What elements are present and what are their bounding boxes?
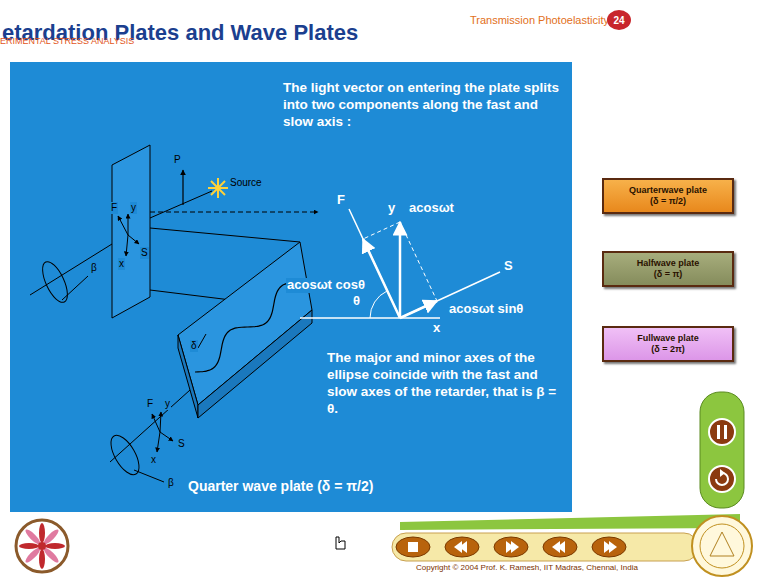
output-axes <box>152 412 173 452</box>
course-header: ERIMENTAL STRESS ANALYSIS <box>0 36 134 46</box>
delta-mark <box>198 334 206 348</box>
retardation-label: δ <box>190 340 198 352</box>
vector-label: acosωt <box>408 201 455 216</box>
angle-label: β <box>167 477 175 489</box>
button-value: (δ = 2π) <box>651 344 685 355</box>
angle-label: θ <box>352 294 361 309</box>
hand-cursor <box>336 537 345 549</box>
button-title: Fullwave plate <box>637 333 699 344</box>
beta-line <box>62 276 88 300</box>
light-source <box>208 178 228 198</box>
menu-button: Halfwave plate(δ = π) <box>602 251 734 287</box>
replay-button <box>709 466 735 492</box>
button-value: (δ = π/2) <box>650 196 686 207</box>
axis-label: F <box>110 202 118 214</box>
polarizer-arrow <box>182 170 183 205</box>
menu-button: Fullwave plate(δ = 2π) <box>602 326 734 362</box>
nav-bar <box>400 514 740 530</box>
axis-label: F <box>146 398 154 410</box>
retarder-plate <box>178 242 312 405</box>
blue-panel <box>10 62 572 512</box>
axis-label: S <box>177 438 186 450</box>
beta-line <box>134 470 164 482</box>
institute-seal-right <box>692 516 752 576</box>
button-title: 24 <box>613 15 624 26</box>
axis-label: P <box>173 154 182 166</box>
menu-button: Quarterwave plate(δ = π/2) <box>602 178 734 214</box>
retarder-edge <box>178 335 198 418</box>
angle-label: β <box>90 262 98 274</box>
figure-caption: Quarter wave plate (δ = π/2) <box>188 478 373 494</box>
axis-label: y <box>130 202 137 214</box>
axis-label: S <box>140 247 149 259</box>
wave <box>195 282 300 372</box>
copyright-note: Copyright © 2004 Prof. K. Ramesh, IIT Ma… <box>416 563 638 572</box>
plate <box>112 145 150 318</box>
axis-label: x <box>150 454 157 466</box>
axis-label: F <box>336 193 346 208</box>
explanation-text: The light vector on entering the plate s… <box>283 80 569 131</box>
pause-button <box>709 419 735 445</box>
axis-label: S <box>503 259 514 274</box>
nav-buttons <box>396 537 626 557</box>
source-label: Source <box>229 177 263 189</box>
axis-label: y <box>164 398 171 410</box>
page-number-badge: 24 <box>607 10 631 30</box>
button-value: (δ = π) <box>654 269 683 280</box>
plate-axes <box>118 214 139 256</box>
polarization-ellipse <box>38 258 73 305</box>
light-path <box>30 191 312 462</box>
axis-label: x <box>118 258 125 270</box>
button-title: Quarterwave plate <box>629 185 707 196</box>
button-title: Halfwave plate <box>637 258 700 269</box>
section-header: Transmission Photoelasticity <box>470 14 609 27</box>
component-label: acosωt sinθ <box>448 302 524 317</box>
axis-label: x <box>432 321 441 336</box>
institute-logo-left <box>16 520 68 572</box>
nav-tray <box>392 533 698 561</box>
component-label: acosωt cosθ <box>286 278 366 293</box>
control-panel <box>700 392 744 508</box>
dashed-pointer <box>150 212 318 213</box>
explanation-text: The major and minor axes of the ellipse … <box>327 350 565 418</box>
axis-label: y <box>387 201 396 216</box>
